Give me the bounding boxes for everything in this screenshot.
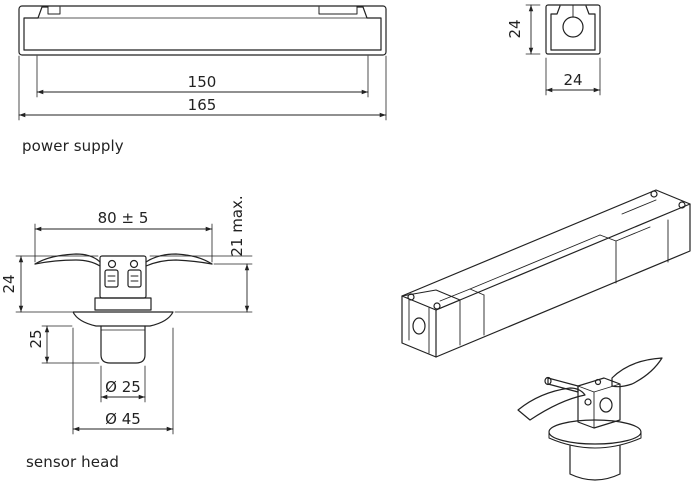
sensor-head-isometric [517, 357, 663, 481]
dim-ps-length-total: 165 [188, 96, 217, 114]
caption-sensor-head: sensor head [26, 453, 120, 471]
ps-extension-lines [18, 55, 387, 121]
dim-sh-max-height: 21 max. [228, 195, 246, 256]
caption-power-supply: power supply [22, 137, 124, 155]
dim-ps-width: 24 [563, 71, 582, 89]
dim-sh-stem-height: 25 [27, 329, 45, 348]
sensor-head-side-view [34, 253, 213, 364]
dim-sh-span: 80 ± 5 [98, 209, 149, 227]
dim-ps-height: 24 [506, 19, 524, 38]
dim-sh-height: 24 [0, 274, 18, 293]
power-supply-end-view [545, 4, 601, 55]
power-supply-top-view [18, 5, 387, 56]
dim-sh-stem-dia: Ø 25 [105, 378, 141, 396]
sh-extension-lines [15, 223, 253, 435]
dim-ps-length-inner: 150 [188, 73, 217, 91]
dim-sh-flange-dia: Ø 45 [105, 410, 141, 428]
power-supply-isometric [401, 189, 691, 358]
